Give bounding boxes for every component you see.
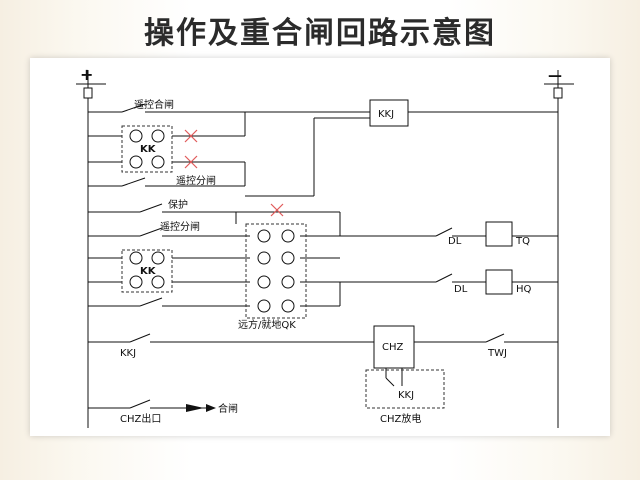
close-arrow-label: 合闸 (218, 402, 238, 415)
protect-label: 保护 (168, 198, 188, 211)
kkj-relay-box (369, 99, 409, 127)
chz-discharge-box (365, 369, 445, 409)
kk-label-upper: KK (140, 144, 157, 155)
kkj-box-label: KKJ (378, 109, 394, 120)
remote-open-label-2: 遥控分闸 (160, 220, 200, 233)
qk-label: 远方/就地QK (238, 318, 296, 331)
qk-switch (245, 223, 307, 319)
kkj-contact-label: KKJ (120, 348, 136, 359)
chz-box (373, 325, 415, 369)
twj-label: TWJ (487, 348, 507, 359)
tq-coil (485, 221, 513, 247)
kk-switch-lower (121, 249, 173, 293)
chz-discharge-label: CHZ放电 (380, 412, 421, 425)
diagram-panel (30, 58, 610, 436)
kkj-chz-label: KKJ (398, 390, 414, 401)
kk-switch-upper (121, 125, 173, 173)
dl-label-1: DL (448, 236, 462, 247)
positive-fuse (83, 87, 93, 99)
kk-label-lower: KK (140, 266, 157, 277)
hq-coil (485, 269, 513, 295)
tq-label: TQ (515, 236, 530, 247)
dl-label-2: DL (454, 284, 468, 295)
remote-open-label-1: 遥控分闸 (176, 174, 216, 187)
positive-bus-label: + (80, 65, 93, 84)
remote-close-label: 遥控合闸 (134, 98, 174, 111)
negative-bus-label: — (548, 68, 562, 84)
hq-label: HQ (516, 284, 532, 295)
chz-label: CHZ (382, 342, 404, 353)
negative-fuse (553, 87, 563, 99)
page-title: 操作及重合闸回路示意图 (144, 16, 496, 51)
chz-out-label: CHZ出口 (120, 412, 161, 425)
